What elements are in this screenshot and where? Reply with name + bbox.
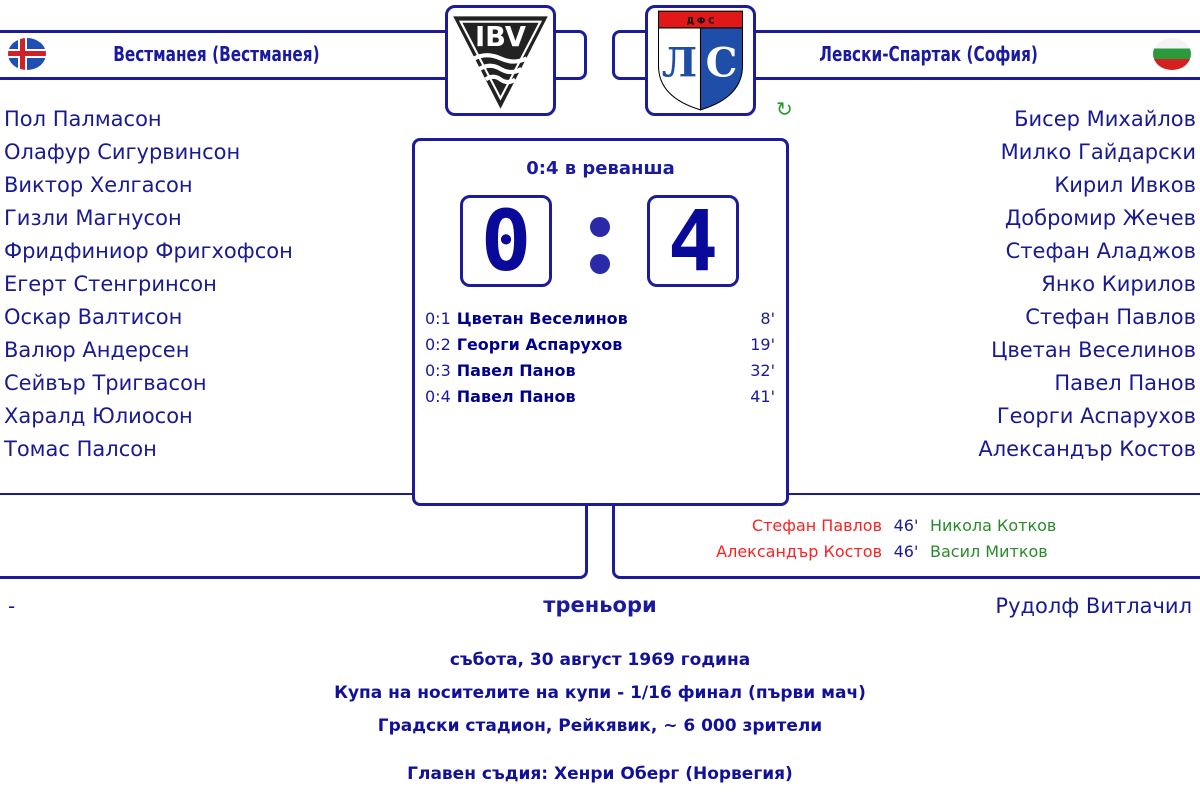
substitution-row: Александър Костов 46' Васил Митков [612, 539, 1200, 565]
player-name[interactable]: Стефан Аладжов [1005, 239, 1196, 263]
player-name[interactable]: Янко Кирилов [1041, 272, 1196, 296]
home-score: 0 [460, 195, 552, 287]
goal-score: 0:3 [425, 361, 451, 380]
goal-score: 0:1 [425, 309, 451, 328]
player-name[interactable]: Стефан Павлов [1025, 305, 1196, 329]
goal-minute: 19' [750, 335, 775, 354]
svg-text:С: С [706, 40, 738, 86]
player-name[interactable]: Милко Гайдарски [1000, 140, 1196, 164]
home-coach: - [8, 594, 16, 618]
player-name[interactable]: Виктор Хелгасон [4, 173, 193, 197]
player-name[interactable]: Александър Костов [978, 437, 1196, 461]
goal-scorer[interactable]: Павел Панов [456, 361, 576, 380]
iceland-flag-icon [8, 38, 46, 70]
player-name[interactable]: Бисер Михайлов [1014, 107, 1196, 131]
score-panel [412, 138, 789, 506]
score-separator [590, 217, 610, 274]
player-name[interactable]: Добромир Жечев [1004, 206, 1196, 230]
goal-row: 0:1 Цветан Веселинов 8' [425, 306, 775, 332]
goal-minute: 32' [750, 361, 775, 380]
player-name[interactable]: Цветан Веселинов [991, 338, 1196, 362]
home-team-name[interactable]: Вестманея (Вестманея) [113, 42, 320, 66]
away-coach[interactable]: Рудолф Витлачил [995, 594, 1192, 618]
goal-row: 0:2 Георги Аспарухов 19' [425, 332, 775, 358]
player-name[interactable]: Павел Панов [1054, 371, 1196, 395]
goal-row: 0:3 Павел Панов 32' [425, 358, 775, 384]
referee: Главен съдия: Хенри Оберг (Норвегия) [407, 764, 793, 784]
player-in[interactable]: Васил Митков [930, 542, 1048, 561]
goal-scorer[interactable]: Цветан Веселинов [456, 309, 628, 328]
bulgaria-flag-icon [1153, 38, 1191, 70]
away-team-name[interactable]: Левски-Спартак (София) [819, 42, 1038, 66]
home-logo-box[interactable]: IBV [445, 5, 556, 116]
player-name[interactable]: Сейвър Тригвасон [4, 371, 207, 395]
player-name[interactable]: Олафур Сигурвинсон [4, 140, 241, 164]
goal-score: 0:4 [425, 387, 451, 406]
goal-scorer[interactable]: Георги Аспарухов [456, 335, 623, 354]
player-name[interactable]: Валюр Андерсен [4, 338, 190, 362]
player-out[interactable]: Стефан Павлов [751, 516, 882, 535]
match-date: събота, 30 август 1969 година [449, 650, 751, 670]
player-name[interactable]: Гизли Магнусон [4, 206, 182, 230]
aggregate-note: 0:4 в реванша [526, 158, 675, 179]
goal-minute: 8' [760, 309, 775, 328]
substitution-icon: ↻ [776, 97, 793, 121]
logo-top-text: Д Ф С [687, 16, 715, 26]
player-name[interactable]: Фридфиниор Фригхофсон [4, 239, 293, 263]
player-in[interactable]: Никола Котков [930, 516, 1057, 535]
svg-text:IBV: IBV [475, 22, 526, 53]
player-name[interactable]: Оскар Валтисон [4, 305, 183, 329]
goal-row: 0:4 Павел Панов 41' [425, 384, 775, 410]
goal-score: 0:2 [425, 335, 451, 354]
away-subs-frame [612, 492, 1200, 579]
competition[interactable]: Купа на носителите на купи - 1/16 финал … [334, 683, 866, 703]
player-name[interactable]: Кирил Ивков [1054, 173, 1196, 197]
player-name[interactable]: Георги Аспарухов [996, 404, 1196, 428]
player-out[interactable]: Александър Костов [716, 542, 882, 561]
coaches-label: треньори [543, 593, 657, 617]
player-name[interactable]: Пол Палмасон [4, 107, 162, 131]
svg-text:Л: Л [662, 40, 697, 86]
goal-scorer[interactable]: Павел Панов [456, 387, 576, 406]
substitution-minute: 46' [893, 516, 919, 535]
goals-list: 0:1 Цветан Веселинов 8' 0:2 Георги Аспарухов… [425, 306, 775, 410]
player-name[interactable]: Харалд Юлиосон [4, 404, 193, 428]
substitution-row: Стефан Павлов 46' Никола Котков [612, 513, 1200, 539]
home-subs-frame [0, 492, 588, 579]
player-name[interactable]: Томас Палсон [4, 437, 157, 461]
venue: Градски стадион, Рейкявик, ~ 6 000 зрите… [377, 716, 823, 736]
player-name[interactable]: Егерт Стенгринсон [4, 272, 217, 296]
ibv-logo-icon: IBV [453, 16, 548, 109]
away-score: 4 [647, 195, 739, 287]
goal-minute: 41' [750, 387, 775, 406]
substitution-minute: 46' [893, 542, 919, 561]
